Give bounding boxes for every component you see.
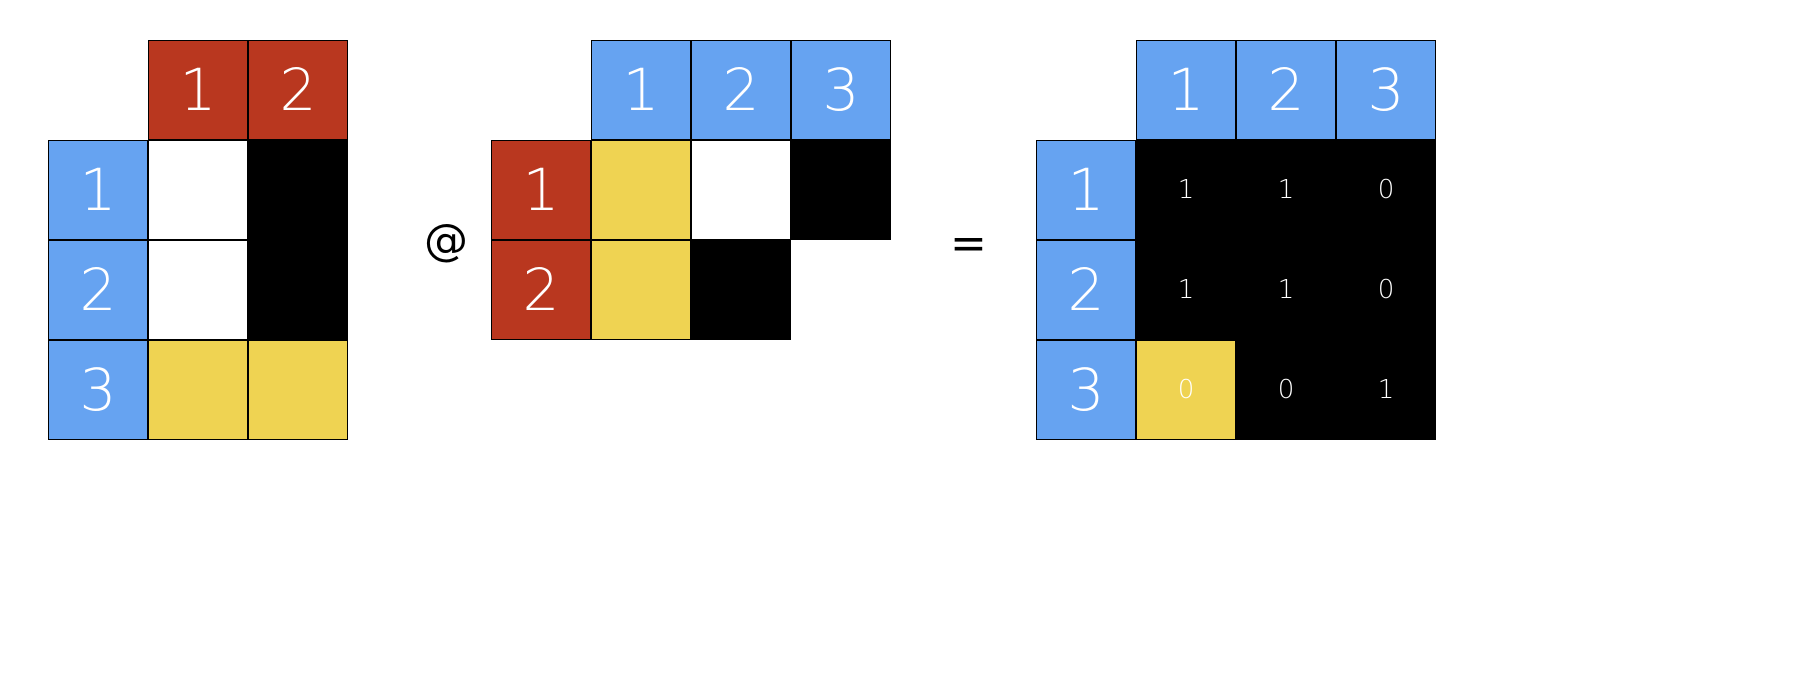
matrix-a-cell: [248, 240, 348, 340]
matrix-a-row-header: 3: [48, 340, 148, 440]
result-cell: 1: [1336, 340, 1436, 440]
matrix-b-cell: [591, 240, 691, 340]
matrix-a-cell: [148, 340, 248, 440]
result-cell: 1: [1236, 240, 1336, 340]
matrix-a-row-header: 2: [48, 240, 148, 340]
result-cell: 1: [1136, 240, 1236, 340]
matrix-b-cell: [791, 240, 891, 340]
result-row-header: 1: [1036, 140, 1136, 240]
matrix-a-cell: [248, 340, 348, 440]
matrix-b-cell: [691, 240, 791, 340]
matrix-b-cell: [791, 140, 891, 240]
result-col-header: 2: [1236, 40, 1336, 140]
matrix-b-cell: [691, 140, 791, 240]
equals-operator: =: [950, 218, 987, 269]
matrix-a-cell: [148, 240, 248, 340]
matrix-a-cell: [148, 140, 248, 240]
result-cell: 1: [1236, 140, 1336, 240]
matmul-operator: @: [424, 215, 468, 266]
matrix-b-col-header: 2: [691, 40, 791, 140]
result-col-header: 3: [1336, 40, 1436, 140]
result-cell: 0: [1136, 340, 1236, 440]
result-row-header: 3: [1036, 340, 1136, 440]
matrix-b-row-header: 2: [491, 240, 591, 340]
result-cell: 0: [1336, 140, 1436, 240]
result-cell: 0: [1236, 340, 1336, 440]
matrix-a-col-header: 1: [148, 40, 248, 140]
matrix-b-col-header: 3: [791, 40, 891, 140]
matrix-a-cell: [248, 140, 348, 240]
matrix-b-col-header: 1: [591, 40, 691, 140]
matrix-b-row-header: 1: [491, 140, 591, 240]
result-cell: 0: [1336, 240, 1436, 340]
matrix-a-col-header: 2: [248, 40, 348, 140]
matrix-b-cell: [591, 140, 691, 240]
matrix-a-row-header: 1: [48, 140, 148, 240]
result-col-header: 1: [1136, 40, 1236, 140]
result-row-header: 2: [1036, 240, 1136, 340]
result-cell: 1: [1136, 140, 1236, 240]
